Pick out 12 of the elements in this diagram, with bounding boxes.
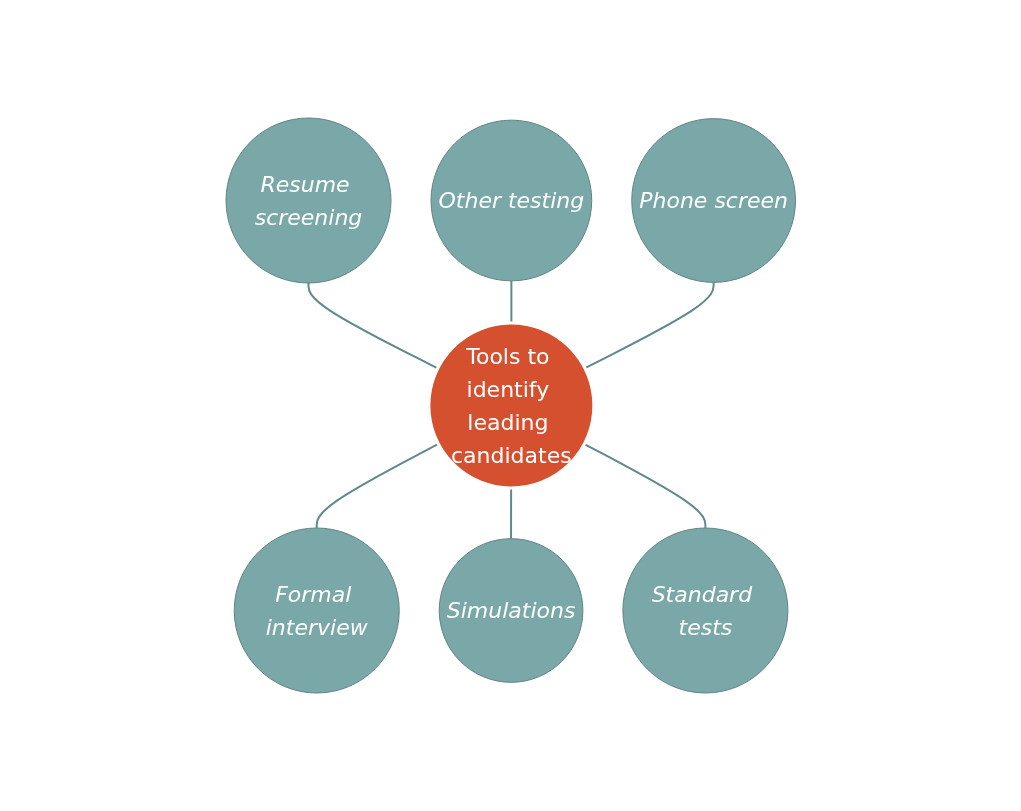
connector (583, 443, 707, 529)
node-circle: Phone screen (631, 118, 796, 283)
node-circle: Tools to identify leading candidates (427, 321, 596, 490)
node-circle: Resume screening (225, 117, 392, 284)
node-circle: Simulations (438, 538, 584, 683)
connector (510, 279, 513, 324)
node-circle: Formal interview (233, 527, 400, 694)
connector (307, 282, 439, 370)
node-circle: Other testing (430, 119, 592, 282)
node-circle: Standard tests (622, 527, 789, 694)
connector (315, 442, 440, 529)
connector (509, 487, 512, 540)
